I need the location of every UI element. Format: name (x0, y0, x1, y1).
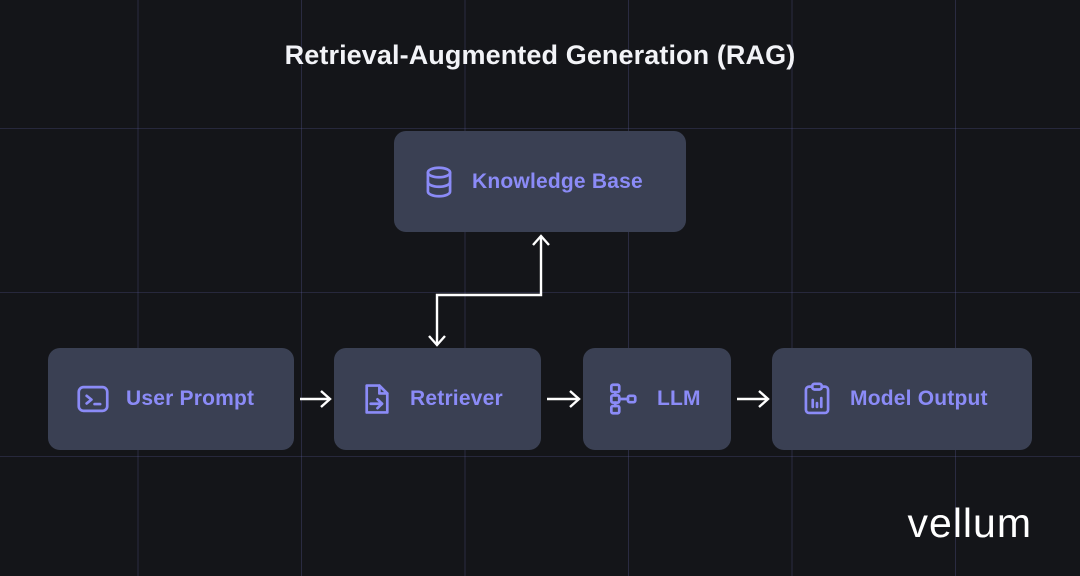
node-label: Retriever (410, 387, 503, 410)
clipboard-chart-icon (798, 380, 836, 418)
node-label: User Prompt (126, 387, 255, 410)
workflow-nodes-icon (605, 380, 643, 418)
vellum-logo: vellum (907, 500, 1032, 546)
node-label: LLM (657, 387, 701, 410)
node-label: Model Output (850, 387, 988, 410)
node-retriever[interactable]: Retriever (334, 348, 541, 450)
arrow-llm-to-model-output (737, 390, 770, 408)
arrow-user-prompt-to-retriever (300, 390, 332, 408)
arrow-retriever-to-llm (547, 390, 581, 408)
arrow-retriever-to-knowledge-base (428, 234, 550, 347)
database-icon (420, 163, 458, 201)
terminal-icon (74, 380, 112, 418)
page-title: Retrieval-Augmented Generation (RAG) (284, 40, 796, 70)
node-user-prompt[interactable]: User Prompt (48, 348, 294, 450)
node-knowledge-base[interactable]: Knowledge Base (394, 131, 686, 232)
document-arrow-icon (358, 380, 396, 418)
node-label: Knowledge Base (472, 169, 643, 193)
node-model-output[interactable]: Model Output (772, 348, 1032, 450)
node-llm[interactable]: LLM (583, 348, 731, 450)
